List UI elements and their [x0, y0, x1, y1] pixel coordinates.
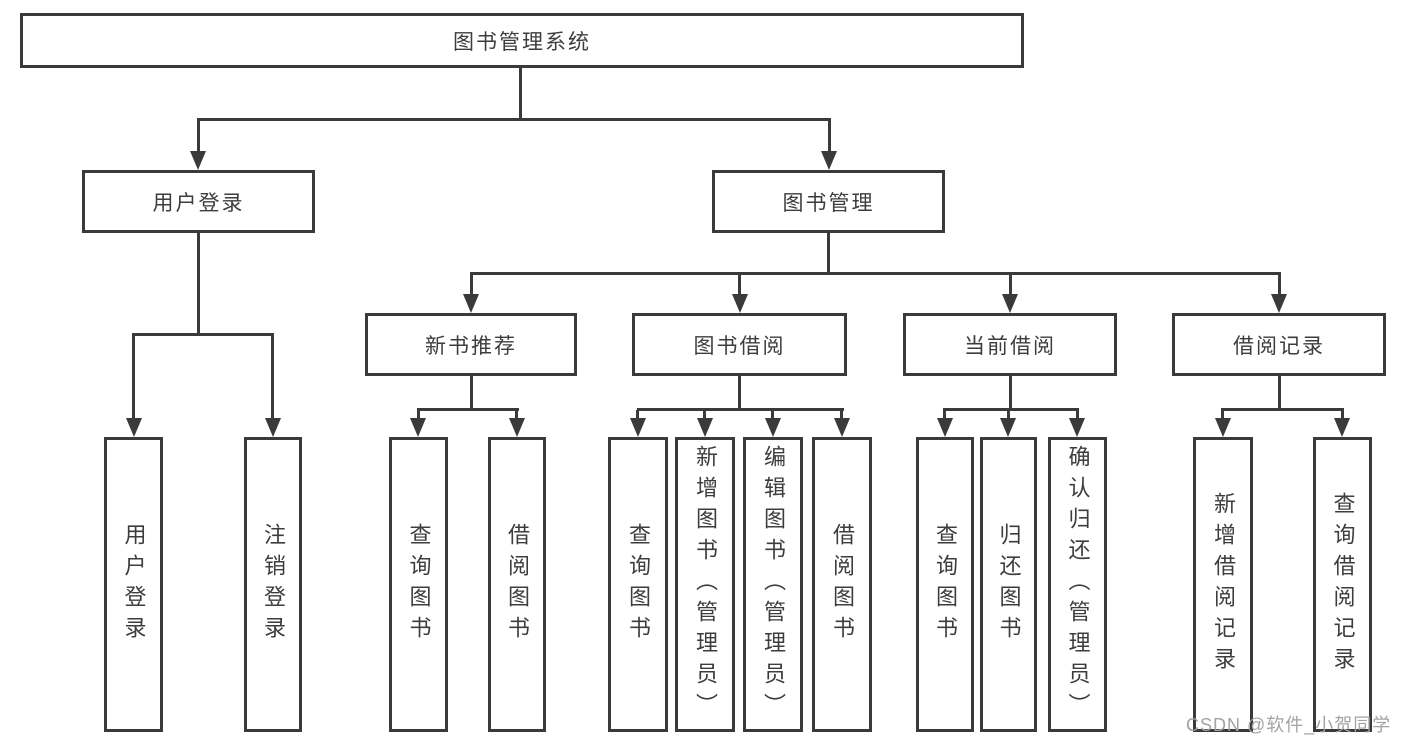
connector-bar — [943, 408, 1079, 411]
node-borrow-records: 借阅记录 — [1172, 313, 1386, 376]
leaf-label: 用户登录 — [121, 522, 147, 647]
connector-line — [1278, 374, 1281, 410]
connector-line — [197, 118, 200, 152]
connector-line — [738, 272, 741, 298]
arrow-down-icon — [732, 294, 748, 313]
leaf-label: 借阅图书 — [830, 522, 855, 647]
arrow-down-icon — [821, 151, 837, 170]
connector-line — [943, 410, 946, 422]
node-book-borrow: 图书借阅 — [632, 313, 847, 376]
leaf-label: 查询图书 — [933, 522, 958, 647]
leaf-confirm-return-admin: 确认归还（管理员） — [1048, 437, 1107, 732]
leaf-label: 归还图书 — [996, 522, 1022, 647]
connector-line — [1009, 272, 1012, 298]
node-label: 当前借阅 — [964, 334, 1056, 358]
leaf-return-book: 归还图书 — [980, 437, 1037, 732]
leaf-label: 借阅图书 — [505, 522, 530, 647]
leaf-query-borrow-record: 查询借阅记录 — [1313, 437, 1372, 732]
arrow-down-icon — [1334, 418, 1350, 437]
node-new-book-recommend: 新书推荐 — [365, 313, 577, 376]
connector-bar — [132, 333, 274, 336]
leaf-label: 编辑图书（管理员） — [761, 445, 786, 724]
connector-line — [271, 334, 274, 420]
arrow-down-icon — [463, 294, 479, 313]
leaf-label: 查询图书 — [626, 522, 651, 647]
connector-line — [515, 410, 518, 422]
connector-bar-level3 — [470, 272, 1281, 275]
leaf-user-login: 用户登录 — [104, 437, 163, 732]
connector-line — [470, 374, 473, 410]
connector-line — [703, 410, 706, 422]
leaf-query-book-1: 查询图书 — [389, 437, 448, 732]
leaf-query-book-2: 查询图书 — [608, 437, 668, 732]
arrow-down-icon — [937, 418, 953, 437]
node-label: 图书借阅 — [693, 334, 786, 358]
arrow-down-icon — [265, 418, 281, 437]
connector-line — [1221, 410, 1224, 422]
connector-line — [197, 231, 200, 335]
watermark: CSDN @软件_小贺同学 — [1186, 715, 1392, 735]
leaf-label: 确认归还（管理员） — [1065, 445, 1091, 724]
node-current-borrow: 当前借阅 — [903, 313, 1117, 376]
connector-bar — [1221, 408, 1344, 411]
connector-line — [827, 231, 830, 274]
node-label: 借阅记录 — [1233, 334, 1325, 358]
leaf-label: 注销登录 — [261, 522, 286, 647]
connector-line — [771, 410, 774, 422]
node-user-login: 用户登录 — [82, 170, 315, 233]
connector-line — [1278, 272, 1281, 298]
root-node-label: 图书管理系统 — [453, 30, 591, 54]
node-label: 图书管理 — [782, 191, 875, 215]
leaf-edit-book-admin: 编辑图书（管理员） — [743, 437, 803, 732]
leaf-label: 查询借阅记录 — [1330, 491, 1356, 678]
arrow-down-icon — [410, 418, 426, 437]
arrow-down-icon — [1215, 418, 1231, 437]
leaf-label: 新增图书（管理员） — [693, 445, 718, 724]
arrow-down-icon — [1271, 294, 1287, 313]
arrow-down-icon — [509, 418, 525, 437]
leaf-add-book-admin: 新增图书（管理员） — [675, 437, 735, 732]
arrow-down-icon — [1002, 294, 1018, 313]
connector-line — [1341, 410, 1344, 422]
arrow-down-icon — [126, 418, 142, 437]
leaf-label: 新增借阅记录 — [1211, 491, 1236, 678]
arrow-down-icon — [190, 151, 206, 170]
arrow-down-icon — [765, 418, 781, 437]
connector-line — [738, 374, 741, 410]
connector-line — [470, 272, 473, 298]
arrow-down-icon — [834, 418, 850, 437]
connector-line — [840, 410, 843, 422]
connector-line — [636, 410, 639, 422]
connector-line — [1007, 410, 1010, 422]
node-label: 用户登录 — [152, 191, 245, 215]
connector-line — [1009, 374, 1012, 410]
connector-line — [417, 410, 420, 422]
node-book-management: 图书管理 — [712, 170, 945, 233]
leaf-add-borrow-record: 新增借阅记录 — [1193, 437, 1253, 732]
root-node: 图书管理系统 — [20, 13, 1024, 68]
connector-line — [828, 118, 831, 152]
leaf-logout: 注销登录 — [244, 437, 302, 732]
leaf-label: 查询图书 — [406, 522, 432, 647]
connector-line — [132, 334, 135, 420]
leaf-borrow-book-1: 借阅图书 — [488, 437, 546, 732]
leaf-borrow-book-2: 借阅图书 — [812, 437, 872, 732]
arrow-down-icon — [697, 418, 713, 437]
connector-bar-level2 — [197, 118, 831, 121]
connector-root-stem — [519, 66, 522, 120]
arrow-down-icon — [1000, 418, 1016, 437]
connector-bar — [417, 408, 519, 411]
arrow-down-icon — [1069, 418, 1085, 437]
leaf-query-book-3: 查询图书 — [916, 437, 974, 732]
node-label: 新书推荐 — [425, 334, 517, 358]
connector-bar — [637, 408, 844, 411]
arrow-down-icon — [630, 418, 646, 437]
connector-line — [1076, 410, 1079, 422]
